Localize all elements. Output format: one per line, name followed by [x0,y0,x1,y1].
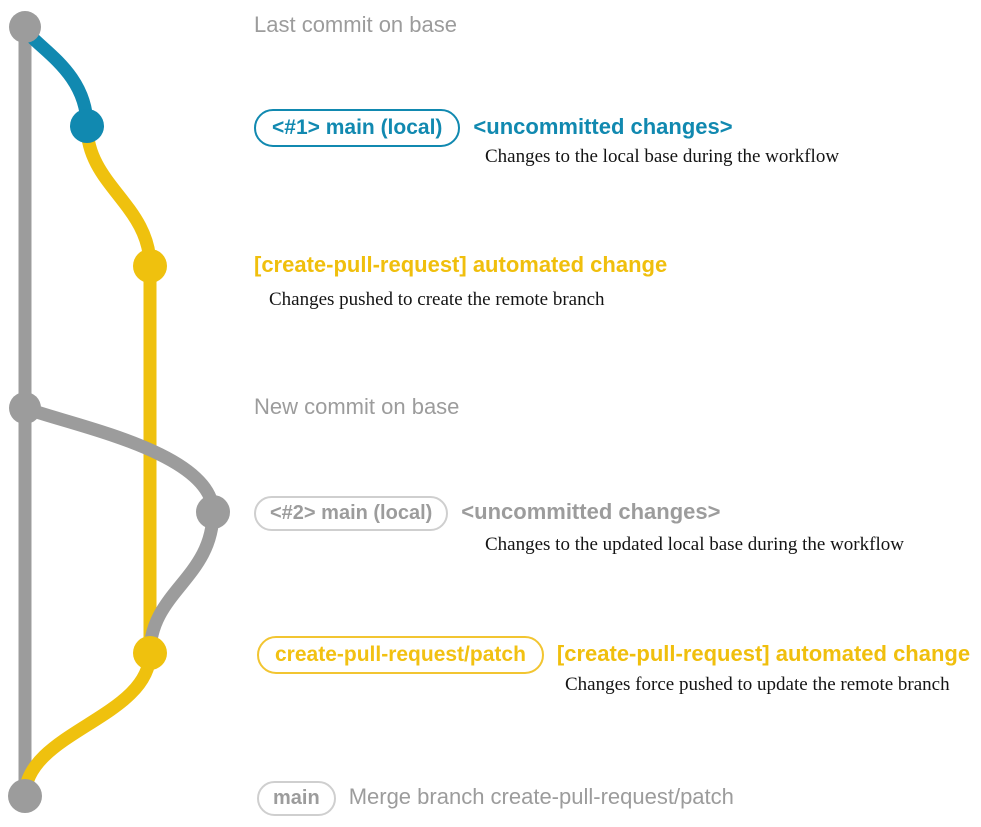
branch-badge-create-pull-request-patch[interactable]: create-pull-request/patch [257,636,544,674]
commit-description: Changes force pushed to update the remot… [565,674,950,695]
commit-subject: <uncommitted changes> [473,114,733,139]
branch-badge-main[interactable]: main [257,781,336,816]
commit-subject: New commit on base [254,394,460,419]
commit-subject: [create-pull-request] automated change [254,252,668,277]
local-branch-line [18,20,94,133]
commit-row-local-uncommitted-2: <#2> main (local) <uncommitted changes> [254,496,720,531]
commit-subject: Last commit on base [254,12,457,37]
commit-node-new-commit-on-base[interactable] [9,392,41,424]
commit-node-local-uncommitted-1[interactable] [70,109,104,143]
commit-node-automated-change-update[interactable] [133,636,167,670]
commit-row-local-uncommitted-1: <#1> main (local) <uncommitted changes> [254,109,733,147]
commit-graph [8,11,230,813]
commit-subject: Merge branch create-pull-request/patch [348,784,734,809]
commit-row-automated-change-create: [create-pull-request] automated change [254,254,667,276]
commit-row-automated-change-update: create-pull-request/patch [create-pull-r… [257,636,970,674]
branch-badge-main-local-2[interactable]: <#2> main (local) [254,496,449,531]
patch-branch-line-upper [80,119,157,273]
commit-node-local-uncommitted-2[interactable] [196,495,230,529]
commit-description: Changes pushed to create the remote bran… [269,289,605,310]
commit-description: Changes to the local base during the wor… [485,146,840,167]
commit-node-merge-commit[interactable] [8,779,42,813]
commit-node-automated-change-create[interactable] [133,249,167,283]
updated-local-branch-line [18,401,220,519]
commit-node-last-commit-on-base[interactable] [9,11,41,43]
commit-row-new-commit-on-base: New commit on base [254,396,459,418]
updated-local-to-patch-line [143,505,220,660]
commit-description: Changes to the updated local base during… [485,534,904,555]
commit-row-last-commit-on-base: Last commit on base [254,14,457,36]
branch-badge-main-local-1[interactable]: <#1> main (local) [254,109,461,147]
commit-subject: <uncommitted changes> [461,499,721,524]
commit-row-merge-commit: main Merge branch create-pull-request/pa… [257,781,734,816]
patch-merge-line [18,646,157,803]
commit-subject: [create-pull-request] automated change [556,641,971,666]
